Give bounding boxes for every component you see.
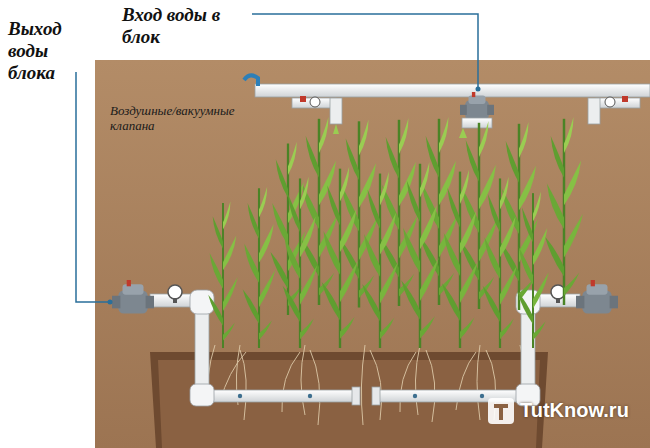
valve-label: Воздушные/вакуумные клапана xyxy=(110,104,260,134)
watermark: TutKnow.ru xyxy=(520,399,645,422)
inlet-label: Вход воды в блок xyxy=(122,4,248,48)
outlet-label: Выход воды блока xyxy=(8,18,72,84)
